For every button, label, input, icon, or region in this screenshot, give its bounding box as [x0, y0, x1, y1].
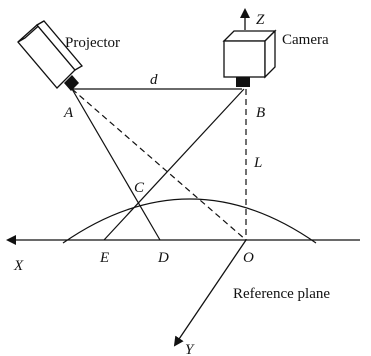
label-reference-plane: Reference plane — [233, 286, 330, 302]
label-O: O — [243, 250, 254, 266]
label-z: Z — [256, 12, 265, 28]
object-surface-arc — [62, 198, 317, 244]
label-d: d — [150, 72, 158, 88]
label-A: A — [63, 105, 74, 121]
label-E: E — [99, 250, 109, 266]
label-C: C — [134, 180, 145, 196]
ray-A-to-O-dashed — [71, 88, 247, 241]
ray-A-to-D — [71, 88, 161, 241]
label-X: X — [13, 258, 24, 274]
label-B: B — [256, 105, 265, 121]
ray-B-to-E — [103, 88, 245, 241]
label-Y: Y — [185, 342, 195, 356]
camera-body-front — [223, 40, 266, 78]
label-L: L — [253, 155, 262, 171]
label-projector: Projector — [65, 35, 120, 51]
label-D: D — [157, 250, 169, 266]
projector-lens — [64, 75, 79, 91]
projector-device — [17, 20, 84, 91]
y-axis — [173, 239, 247, 347]
label-camera: Camera — [282, 32, 329, 48]
projector-body-side — [35, 20, 84, 71]
camera-lens — [236, 77, 250, 87]
camera-device — [222, 29, 277, 87]
camera-body-side — [264, 29, 276, 79]
